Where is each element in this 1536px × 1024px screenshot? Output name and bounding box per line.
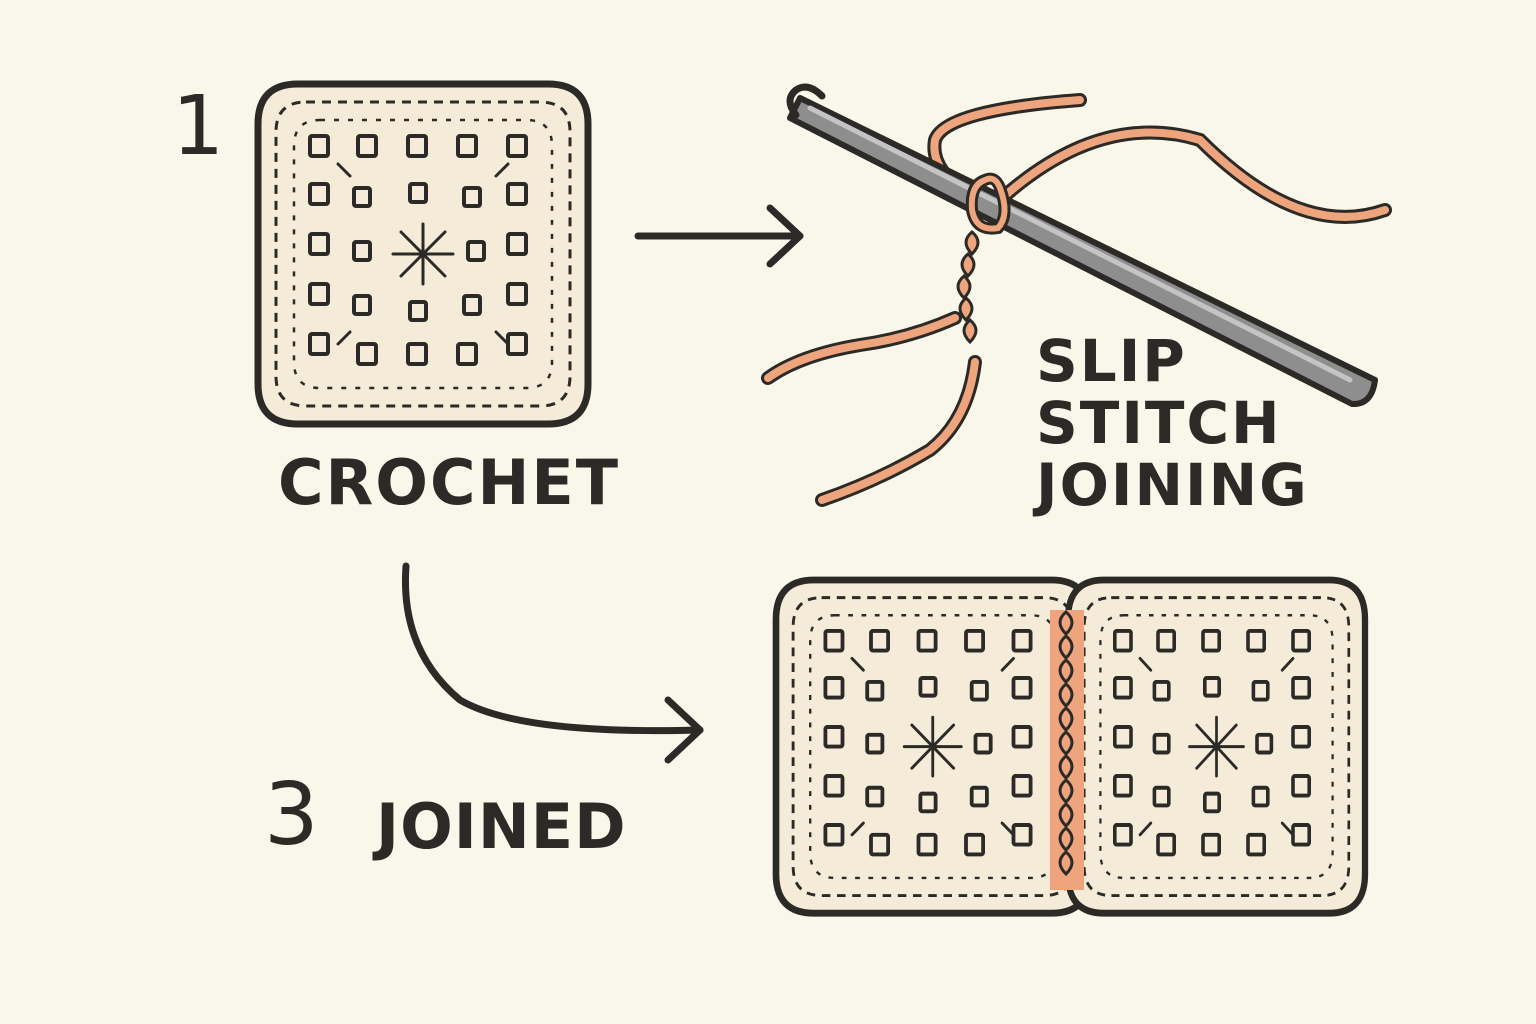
crochet-hook-icon xyxy=(786,83,1378,408)
joined-granny-squares-icon xyxy=(776,580,1365,913)
slip-stitch-joining-label: SLIP STITCH JOINING xyxy=(1036,330,1309,516)
slip-stitch-label-line-1: SLIP xyxy=(1036,327,1187,395)
slip-stitch-seam xyxy=(1058,610,1074,876)
crochet-label: CROCHET xyxy=(278,446,620,519)
yarn-icon xyxy=(761,93,1392,507)
slip-stitch-label-line-3: JOINING xyxy=(1036,451,1309,519)
arrow-right-icon xyxy=(634,204,804,268)
curved-arrow-right-icon xyxy=(401,562,704,764)
step-1-number: 1 xyxy=(172,79,225,174)
joined-label: JOINED xyxy=(376,790,627,863)
slip-stitch-label-line-2: STITCH xyxy=(1036,389,1282,457)
crochet-granny-square-icon xyxy=(258,84,588,424)
step-3-number: 3 xyxy=(264,765,319,865)
slip-stitch-chain xyxy=(956,172,1011,344)
